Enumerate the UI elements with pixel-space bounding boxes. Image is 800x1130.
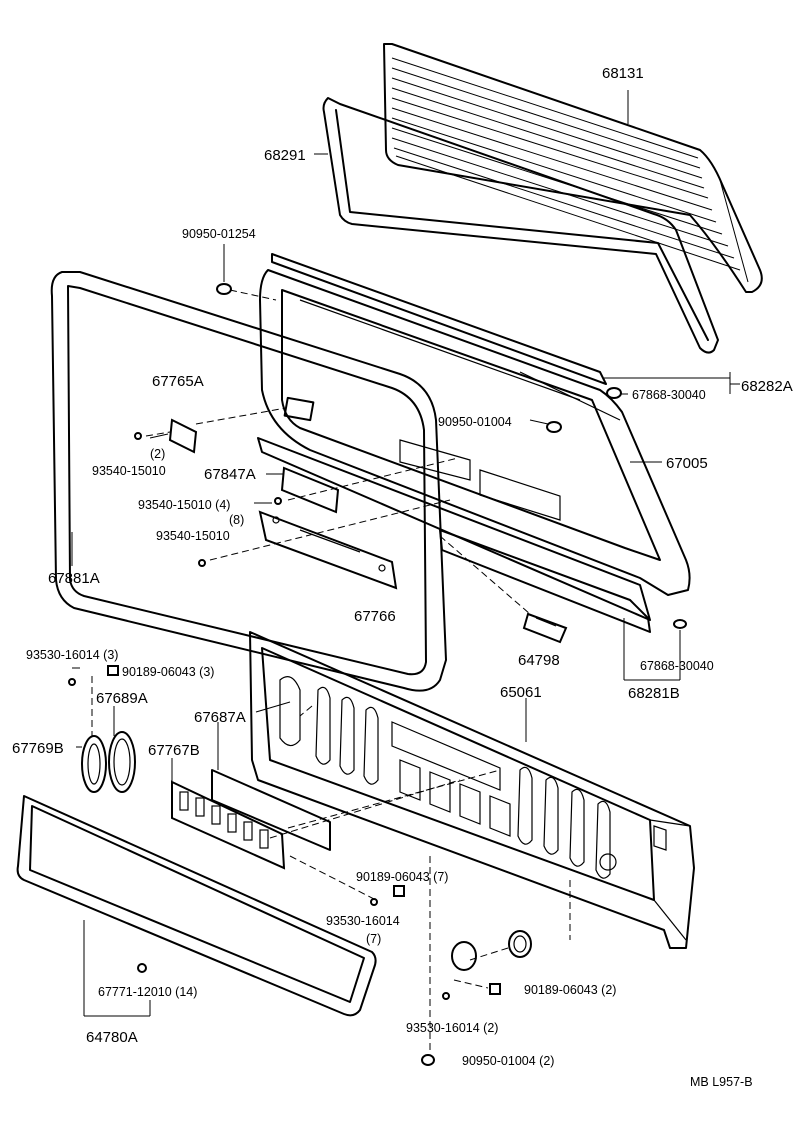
label-67687a: 67687A xyxy=(194,709,246,726)
label-67005: 67005 xyxy=(666,455,708,472)
label-64780a: 64780A xyxy=(86,1029,138,1046)
back-door-weatherstrip-67881a xyxy=(50,271,447,692)
label-67868-30040-bot: 67868-30040 xyxy=(640,659,714,673)
grommet-lower xyxy=(508,930,532,958)
label-67769b: 67769B xyxy=(12,740,64,757)
lock-gasket-67687a xyxy=(211,769,331,851)
glass-weatherstrip-68291 xyxy=(322,97,719,354)
label-67868-30040-top: 67868-30040 xyxy=(632,388,706,402)
fasteners xyxy=(68,283,687,1066)
label-93530-16014-2: 93530-16014 (2) xyxy=(406,1021,498,1035)
label-67767b: 67767B xyxy=(148,742,200,759)
label-68131: 68131 xyxy=(602,65,644,82)
handle-gasket-67689a xyxy=(108,731,136,793)
label-93530-16014-3: 93530-16014 (3) xyxy=(26,648,118,662)
part-labels: 68131 68291 90950-01254 68282A 67868-300… xyxy=(12,65,793,1089)
label-67881a: 67881A xyxy=(48,570,100,587)
back-door-upper-panel-67005 xyxy=(257,269,691,621)
label-68281b: 68281B xyxy=(628,685,680,702)
label-qty-8: (8) xyxy=(229,513,244,527)
label-67765a: 67765A xyxy=(152,373,204,390)
label-67847a: 67847A xyxy=(204,466,256,483)
rear-glass-68131 xyxy=(383,43,763,293)
label-qty-2: (2) xyxy=(150,447,165,461)
label-90950-01004-2: 90950-01004 (2) xyxy=(462,1054,554,1068)
handle-cover-67769b xyxy=(81,735,107,793)
label-67689a: 67689A xyxy=(96,690,148,707)
trim-board-67766 xyxy=(258,510,398,590)
label-93540-15010-a: 93540-15010 xyxy=(92,464,166,478)
cover-67765a xyxy=(168,418,198,454)
label-67766: 67766 xyxy=(354,608,396,625)
label-90950-01004: 90950-01004 xyxy=(438,415,512,429)
label-90189-06043-7: 90189-06043 (7) xyxy=(356,870,448,884)
label-65061: 65061 xyxy=(500,684,542,701)
label-64798: 64798 xyxy=(518,652,560,669)
tailgate-trim-64780a xyxy=(16,795,377,1017)
label-68282a: 68282A xyxy=(741,378,793,395)
label-93530-16014-a: 93530-16014 xyxy=(326,914,400,928)
label-68291: 68291 xyxy=(264,147,306,164)
lock-plate-67767b xyxy=(171,780,286,870)
tailgate-panel-65061 xyxy=(249,631,695,949)
label-67771-12010-14: 67771-12010 (14) xyxy=(98,985,197,999)
reference-code: MB L957-B xyxy=(690,1075,753,1089)
label-93540-15010-4: 93540-15010 (4) xyxy=(138,498,230,512)
label-90189-06043-2: 90189-06043 (2) xyxy=(524,983,616,997)
leader-lines xyxy=(71,90,740,1017)
striker-64798 xyxy=(522,612,568,644)
cap-lower xyxy=(451,941,477,971)
label-qty-7: (7) xyxy=(366,932,381,946)
label-90950-01254: 90950-01254 xyxy=(182,227,256,241)
label-93540-15010-b: 93540-15010 xyxy=(156,529,230,543)
upper-moulding-68282a xyxy=(271,253,607,385)
alignment-lines xyxy=(91,289,571,1054)
cover-67847a xyxy=(280,466,340,514)
label-90189-06043-3: 90189-06043 (3) xyxy=(122,665,214,679)
